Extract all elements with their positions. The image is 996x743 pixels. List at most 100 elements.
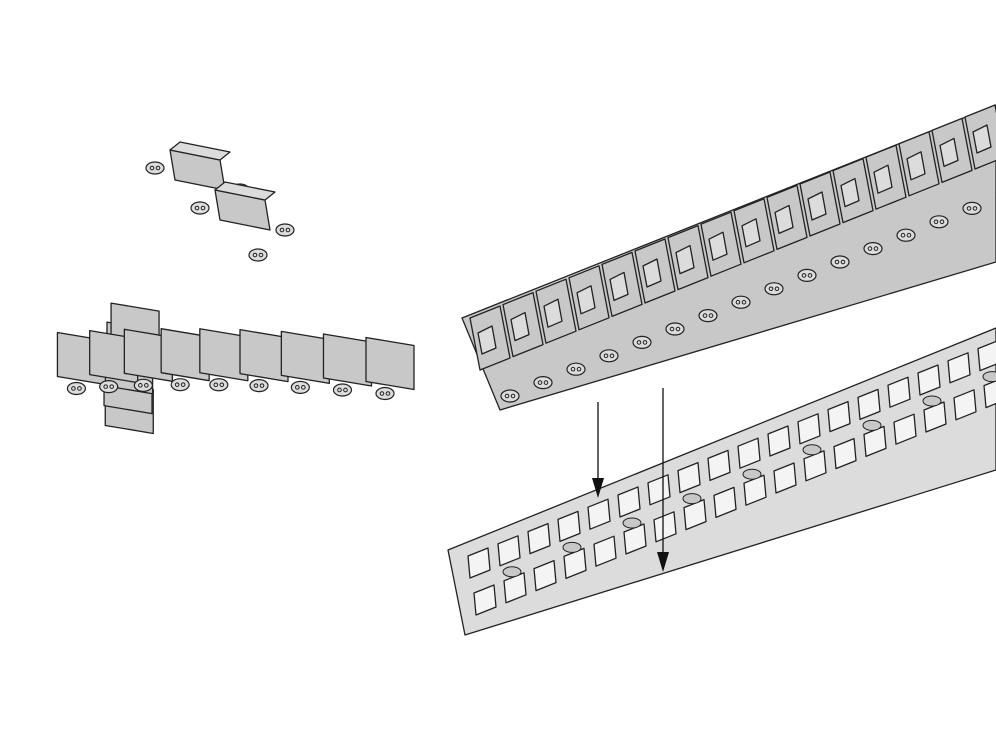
- pin-hole: [252, 252, 258, 258]
- pin-end: [190, 201, 210, 215]
- pin-hole: [253, 383, 259, 388]
- pin-hole: [504, 393, 510, 399]
- pin-hole: [510, 393, 516, 399]
- pin-hole: [71, 386, 76, 391]
- pin-end: [566, 362, 586, 376]
- pin-hole: [834, 259, 840, 265]
- pin-hole: [972, 206, 978, 211]
- pin-hole: [180, 382, 186, 387]
- track-guide-horn: [774, 204, 794, 235]
- assembly-jig-plate: [447, 327, 996, 636]
- pin-end: [929, 215, 949, 229]
- jig-slot: [653, 511, 677, 543]
- jig-guide-peg: [982, 371, 996, 383]
- pin-end: [632, 335, 652, 349]
- jig-slot: [797, 413, 821, 445]
- track-link: [280, 330, 330, 384]
- jig-slot: [893, 413, 917, 445]
- pin-hole: [149, 165, 155, 171]
- jig-slot: [587, 498, 611, 530]
- pin-end: [764, 282, 784, 296]
- pin-end: [797, 268, 817, 282]
- track-guide-horn: [972, 124, 992, 154]
- jig-guide-peg: [502, 566, 522, 578]
- pin-end: [332, 383, 353, 397]
- pin-end: [375, 386, 395, 401]
- pin-hole: [138, 383, 143, 388]
- pin-end: [698, 309, 718, 323]
- pin-hole: [735, 299, 741, 305]
- pin-hole: [295, 385, 300, 390]
- jig-guide-peg: [922, 395, 942, 407]
- pin-hole: [285, 227, 291, 233]
- jig-slot: [827, 400, 851, 433]
- jig-slot: [497, 535, 521, 567]
- pin-hole: [194, 205, 200, 211]
- pin-end: [170, 378, 190, 392]
- pin-hole: [636, 340, 642, 345]
- pin-hole: [385, 391, 391, 396]
- arrow-down-icon: [657, 552, 669, 572]
- pin-end: [275, 223, 295, 237]
- track-link-top: [214, 181, 276, 201]
- pin-hole: [801, 273, 807, 278]
- placement-arrows: [592, 388, 669, 572]
- jig-slot: [887, 376, 911, 408]
- jig-slot: [917, 364, 941, 396]
- jig-slot: [473, 584, 497, 616]
- track-guide-horn: [543, 298, 563, 328]
- pin-hole: [174, 382, 180, 387]
- pin-hole: [109, 384, 114, 389]
- pin-end: [66, 381, 87, 396]
- pin-hole: [155, 165, 161, 171]
- pin-hole: [642, 340, 648, 345]
- jig-guide-peg: [562, 541, 582, 553]
- pin-hole: [807, 273, 813, 278]
- pin-hole: [741, 299, 747, 305]
- jig-slot: [647, 474, 671, 506]
- pin-end: [209, 378, 229, 392]
- pin-hole: [301, 385, 306, 390]
- pin-hole: [343, 387, 348, 393]
- track-link: [199, 328, 249, 382]
- jig-slot: [713, 486, 737, 519]
- track-guide-horn: [873, 164, 893, 194]
- track-link: [365, 336, 415, 391]
- pin-end: [863, 242, 883, 256]
- pin-end: [830, 255, 850, 269]
- pin-end: [533, 376, 553, 390]
- pin-hole: [768, 286, 774, 292]
- track-link: [322, 333, 373, 387]
- pin-hole: [609, 353, 615, 359]
- jig-guide-peg: [862, 419, 882, 431]
- track-guide-horn: [906, 151, 926, 181]
- jig-slot: [773, 462, 797, 494]
- loose-track-links: [145, 141, 295, 262]
- jig-slot: [467, 547, 491, 579]
- pin-hole: [537, 380, 543, 385]
- track-guide-horn: [477, 325, 497, 355]
- pin-hole: [279, 227, 285, 233]
- jig-slot: [767, 425, 791, 457]
- track-guide-horn: [807, 191, 827, 221]
- pin-hole: [77, 386, 82, 391]
- pin-hole: [675, 326, 681, 332]
- pin-hole: [259, 383, 265, 388]
- track-guide-horn: [840, 177, 860, 208]
- jig-slot: [977, 340, 996, 372]
- pin-hole: [939, 219, 945, 225]
- jig-slot: [527, 522, 551, 555]
- track-guide-horn: [576, 285, 596, 315]
- jig-slot: [707, 449, 731, 482]
- pin-end: [290, 380, 310, 394]
- jig-slot: [677, 461, 701, 494]
- pin-hole: [900, 232, 906, 238]
- jig-slot: [593, 535, 617, 567]
- track-link: [160, 328, 210, 382]
- jig-guide-peg: [802, 444, 822, 456]
- track-guide-horn: [741, 218, 761, 248]
- jig-slot: [857, 388, 881, 421]
- pin-end: [962, 201, 982, 215]
- jig-slot: [617, 486, 641, 518]
